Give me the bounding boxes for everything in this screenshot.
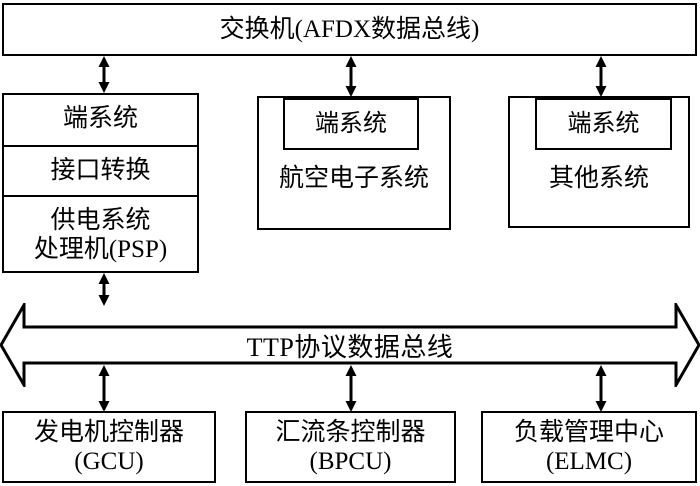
connector-psp-to-bus [96, 273, 112, 306]
ttp-bus-label: TTP协议数据总线 [246, 332, 454, 362]
psp-column-box [2, 93, 199, 273]
psp-column-divider-2 [2, 195, 199, 197]
avionics-system-label: 航空电子系统 [278, 165, 429, 193]
ttp-bus-shape [0, 303, 700, 387]
connector-switch-to-psp [96, 56, 112, 93]
connector-bus-to-bpcu [343, 365, 359, 412]
avionics-end-system-box: 端系统 [283, 98, 419, 150]
switch-box: 交换机(AFDX数据总线) [2, 3, 697, 56]
elmc-box: 负载管理中心 (ELMC) [481, 411, 697, 483]
connector-bus-to-elmc [593, 365, 609, 412]
connector-switch-to-avionics [343, 56, 359, 97]
other-system-label: 其他系统 [548, 165, 649, 193]
other-end-system-box: 端系统 [535, 98, 672, 150]
gcu-box: 发电机控制器 (GCU) [2, 411, 216, 483]
bpcu-box: 汇流条控制器 (BPCU) [245, 411, 456, 483]
psp-cell-power-system-processor: 供电系统 处理机(PSP) [33, 206, 168, 264]
connector-bus-to-gcu [96, 365, 112, 412]
connector-switch-to-other [593, 56, 609, 97]
psp-column-divider-1 [2, 145, 199, 147]
psp-cell-interface-conversion: 接口转换 [50, 157, 151, 185]
psp-cell-end-system: 端系统 [62, 105, 138, 133]
